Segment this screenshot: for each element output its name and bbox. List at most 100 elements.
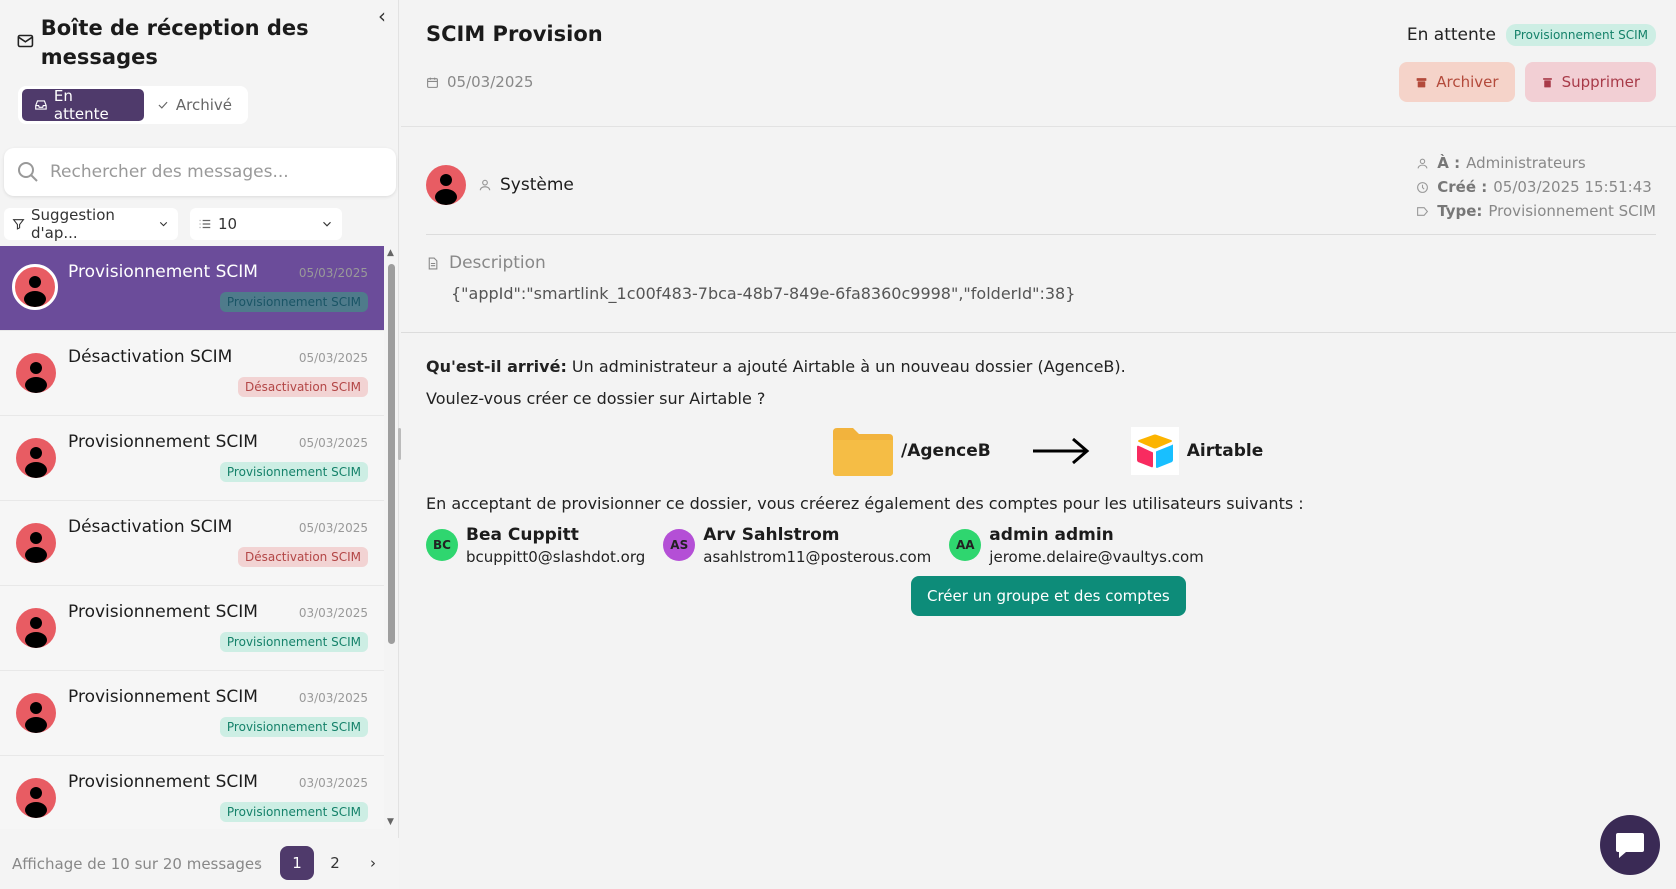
create-group-button[interactable]: Créer un groupe et des comptes (911, 576, 1186, 616)
meta-type: Type: Provisionnement SCIM (1416, 199, 1656, 223)
scroll-thumb[interactable] (388, 264, 395, 644)
document-icon (428, 257, 438, 269)
description-heading: Description (426, 253, 546, 273)
check-icon (158, 101, 168, 109)
message-meta: À : Administrateurs Créé : 05/03/2025 15… (1416, 151, 1656, 223)
tab-archived[interactable]: Archivé (144, 89, 244, 121)
message-tag: Provisionnement SCIM (219, 802, 368, 822)
search-input[interactable] (50, 162, 380, 182)
app-name: Airtable (1186, 441, 1264, 461)
avatar (16, 778, 56, 818)
avatar (16, 438, 56, 478)
folder-icon (833, 428, 893, 476)
search-box (4, 148, 396, 196)
what-happened: Qu'est-il arrivé: Un administrateur a aj… (426, 357, 1126, 376)
what-happened-text: Un administrateur a ajouté Airtable à un… (566, 357, 1126, 376)
accept-text: En acceptant de provisionner ce dossier,… (426, 494, 1304, 513)
scroll-up-icon[interactable]: ▲ (387, 248, 394, 258)
user-silhouette-icon (25, 617, 47, 648)
detail-header: SCIM Provision 05/03/2025 En attente Pro… (401, 0, 1676, 127)
message-title: Désactivation SCIM (68, 517, 233, 537)
user-silhouette-icon (25, 702, 47, 733)
page-2-button[interactable]: 2 (330, 854, 340, 872)
user-silhouette-icon (25, 532, 47, 563)
delete-button[interactable]: Supprimer (1524, 62, 1656, 102)
calendar-icon (427, 77, 438, 88)
user-silhouette-icon (25, 362, 47, 393)
user-icon (1417, 158, 1428, 168)
resize-handle[interactable] (398, 428, 401, 460)
user-silhouette-icon (24, 276, 46, 307)
message-tag: Désactivation SCIM (237, 377, 368, 397)
avatar (16, 353, 56, 393)
user-initials: BC (426, 529, 458, 561)
page-size-value: 10 (218, 215, 238, 233)
message-date: 05/03/2025 (298, 266, 368, 280)
meta-type-label: Type: (1437, 202, 1483, 220)
sender: Système (426, 165, 574, 205)
message-tag: Provisionnement SCIM (219, 462, 368, 482)
archive-icon (1416, 77, 1427, 87)
avatar (16, 608, 56, 648)
folder-path: /AgenceB (901, 441, 991, 461)
message-title: Provisionnement SCIM (68, 687, 258, 707)
page-size-dropdown[interactable]: 10 (190, 208, 342, 240)
airtable-icon (1136, 434, 1173, 468)
list-icon (199, 219, 211, 229)
meta-created-value: 05/03/2025 15:51:43 (1493, 178, 1652, 196)
message-date: 05/03/2025 (298, 521, 368, 535)
search-icon (18, 162, 38, 182)
archive-button[interactable]: Archiver (1399, 62, 1515, 102)
chat-icon (1616, 833, 1644, 858)
message-detail: SCIM Provision 05/03/2025 En attente Pro… (401, 0, 1676, 889)
clock-icon (1417, 181, 1429, 193)
meta-created-label: Créé : (1437, 178, 1488, 196)
trash-icon (1542, 77, 1552, 87)
description-value: {"appId":"smartlink_1c00f483-7bca-48b7-8… (451, 284, 1076, 303)
arrow-right-icon (1032, 437, 1090, 465)
meta-created: Créé : 05/03/2025 15:51:43 (1416, 175, 1656, 199)
tab-pending[interactable]: En attente (22, 87, 144, 123)
page-1-button[interactable]: 1 (280, 846, 314, 880)
meta-to-label: À : (1437, 154, 1461, 172)
user-email: bcuppitt0@slashdot.org (466, 548, 646, 566)
prev-page-button[interactable]: ‹ (256, 854, 262, 872)
pagination-info: Affichage de 10 sur 20 messages (12, 854, 262, 873)
sidebar-title: Boîte de réception des messages (40, 16, 309, 69)
actions: Archiver Supprimer (1399, 62, 1656, 102)
user-email: jerome.delaire@vaultys.com (989, 548, 1204, 566)
mail-icon (17, 34, 34, 48)
next-page-button[interactable]: › (370, 854, 376, 872)
status-tabs: En attente Archivé (18, 86, 248, 124)
tag-icon (1417, 206, 1429, 216)
avatar (12, 264, 58, 310)
filter-dropdown[interactable]: Suggestion d'ap... (4, 206, 178, 242)
status: En attente Provisionnement SCIM (1407, 24, 1656, 46)
avatar (16, 693, 56, 733)
scroll-down-icon[interactable]: ▼ (387, 817, 394, 827)
provision-flow: /AgenceB Airtable (831, 424, 1263, 478)
message-date: 05/03/2025 (426, 73, 533, 91)
message-title: SCIM Provision (426, 22, 603, 46)
chat-button[interactable] (1600, 815, 1660, 875)
collapse-sidebar-button[interactable]: ‹ (378, 4, 386, 28)
tab-pending-label: En attente (53, 87, 109, 123)
pagination: ‹ 1 2 › (242, 846, 390, 880)
scrollbar[interactable]: ▲ ▼ (384, 246, 398, 829)
airtable-logo (1130, 427, 1179, 475)
user-silhouette-icon (25, 787, 47, 818)
sender-name-row: Système (478, 175, 574, 195)
